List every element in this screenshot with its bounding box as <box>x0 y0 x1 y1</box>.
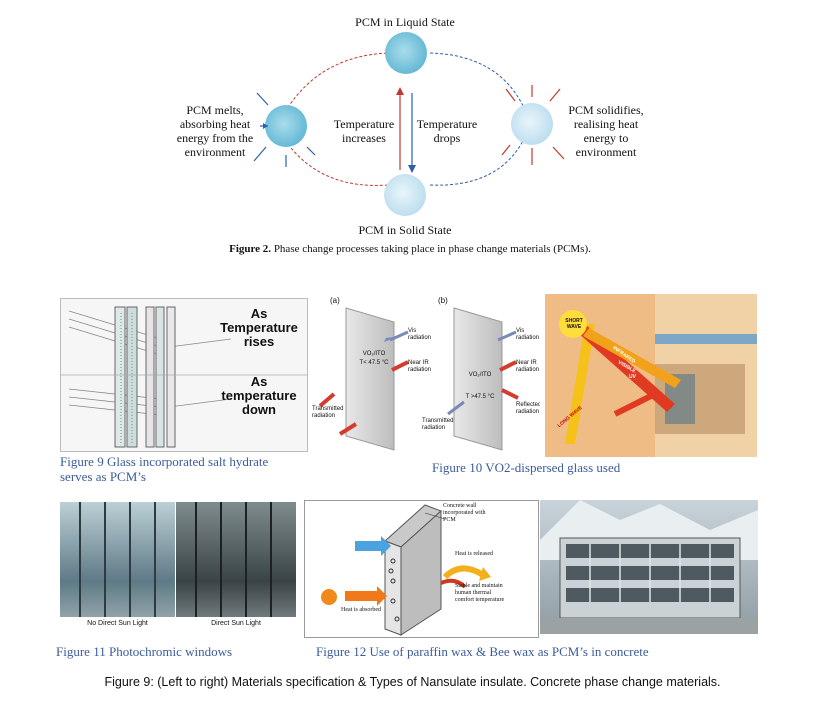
figure-9-caption: Figure 9: (Left to right) Materials spec… <box>104 675 721 689</box>
b-nir-label: Near IR radiation <box>516 360 540 373</box>
right-sphere <box>511 103 553 145</box>
short-wave-label: SHORT WAVE <box>565 318 583 330</box>
photochromic-photo-left: No Direct Sun Light <box>60 502 175 634</box>
photochromic-photo-right: Direct Sun Light <box>176 502 296 634</box>
fig11-caption: Figure 11 Photochromic windows <box>56 644 233 659</box>
heat-released-label: Heat is released <box>455 551 493 557</box>
as-temperature-rises-label: As Temperature rises <box>220 306 298 349</box>
a-nir-label: Near IR radiation <box>408 360 432 373</box>
stable-label: Stable and maintain human thermal comfor… <box>455 583 505 603</box>
a-center-label: VO₂/ITO T< 47.5 °C <box>359 351 389 366</box>
no-direct-sun-label: No Direct Sun Light <box>87 620 148 627</box>
building-radiation-image: SHORT WAVE INFRARED VISIBLE UV LONG WAVE <box>545 294 757 457</box>
temp-drops-label: Temperature drops <box>416 117 478 145</box>
fig12-concrete-diagram: Concrete wall incorporated with PCM Heat… <box>304 500 539 638</box>
heat-absorbed-label: Heat is absorbed <box>341 607 381 613</box>
b-refl-label: Reflected radiation <box>516 402 540 415</box>
as-temperature-down-label: As temperature down <box>221 374 297 417</box>
a-trans-label: Transmitted radiation <box>312 406 344 419</box>
building-photo <box>540 500 758 634</box>
solidifies-label: PCM solidifies, realising heat energy to… <box>568 103 644 159</box>
direct-sun-label: Direct Sun Light <box>211 620 261 627</box>
fig10-vo2-diagram: (a) (b) Vis radiation Near IR radiation … <box>312 294 540 454</box>
b-vis-label: Vis radiation <box>516 328 540 341</box>
fig12-caption: Figure 12 Use of paraffin wax & Bee wax … <box>316 644 649 659</box>
solid-state-label: PCM in Solid State <box>358 223 452 237</box>
fig10-caption: Figure 10 VO2-dispersed glass used <box>432 460 621 475</box>
pcm-cycle-diagram: PCM in Liquid State PCM in Solid State P… <box>150 5 670 237</box>
figure-2-caption: Figure 2. Phase change processes taking … <box>229 243 591 255</box>
uv-label: UV <box>629 374 636 380</box>
pcm-cycle-svg <box>253 32 565 216</box>
solid-sphere <box>384 174 426 216</box>
fig9-caption: Figure 9 Glass incorporated salt hydrate… <box>60 454 269 484</box>
fig9-window-diagram: As Temperature rises As temperature down <box>60 298 308 452</box>
panel-b-label: (b) <box>438 296 448 305</box>
liquid-sphere <box>385 32 427 74</box>
liquid-state-label: PCM in Liquid State <box>355 15 455 29</box>
left-sphere <box>265 105 307 147</box>
wall-label: Concrete wall incorporated with PCM <box>443 503 486 523</box>
temp-increases-label: Temperature increases <box>333 117 395 145</box>
melts-label: PCM melts, absorbing heat energy from th… <box>176 103 254 159</box>
panel-a-label: (a) <box>330 296 340 305</box>
a-vis-label: Vis radiation <box>408 328 432 341</box>
b-center-label: VO₂/ITO T >47.5 °C <box>465 372 495 400</box>
b-trans-label: Transmitted radiation <box>422 418 454 431</box>
